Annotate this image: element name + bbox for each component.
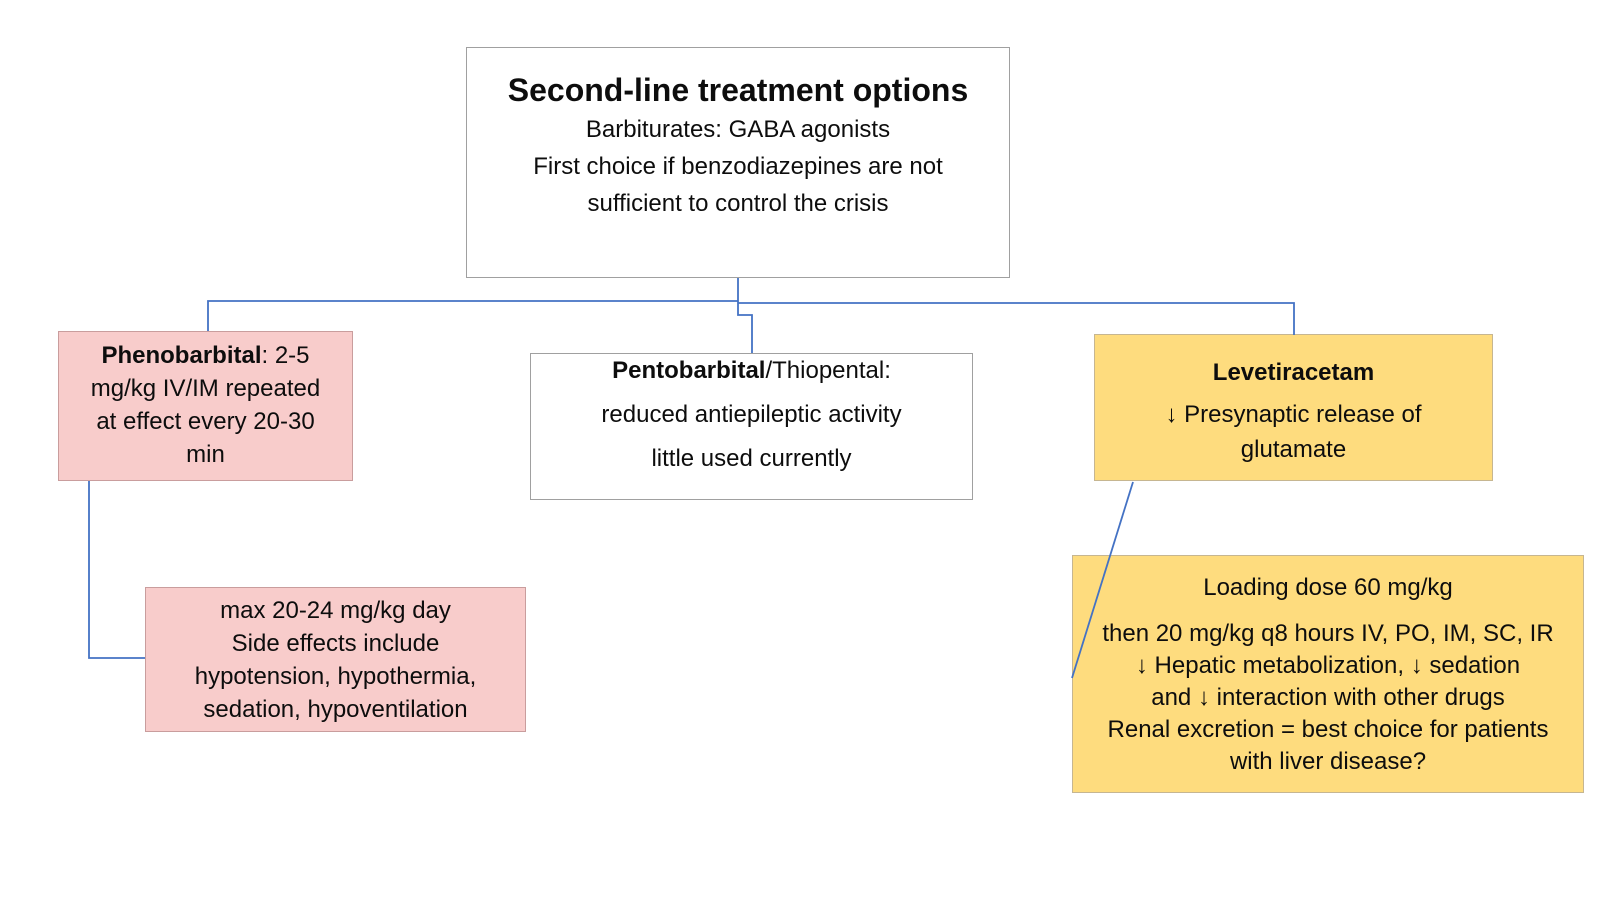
levetiracetam-box: Levetiracetam ↓ Presynaptic release of g…	[1094, 334, 1493, 481]
root-line: First choice if benzodiazepines are not	[533, 153, 943, 180]
levetiracetam-details-line: with liver disease?	[1229, 748, 1427, 775]
levetiracetam-details-box: Loading dose 60 mg/kg then 20 mg/kg q8 h…	[1072, 555, 1584, 793]
pentobarbital-title-line: Pentobarbital/Thiopental:	[531, 357, 972, 385]
levetiracetam-line: ↓ Presynaptic release of	[1165, 401, 1422, 428]
pentobarbital-box: Pentobarbital/Thiopental: reduced antiep…	[530, 353, 973, 500]
phenobarbital-line: at effect every 20-30	[96, 408, 315, 435]
levetiracetam-details-intro: Loading dose 60 mg/kg	[1203, 574, 1453, 601]
root-title: Second-line treatment options	[507, 72, 969, 108]
connector-phenobarbital-to-details	[88, 481, 145, 659]
levetiracetam-line: glutamate	[1240, 436, 1347, 463]
root-line: sufficient to control the crisis	[587, 190, 889, 217]
phenobarbital-details-line: sedation, hypoventilation	[203, 696, 468, 723]
phenobarbital-drug-name: Phenobarbital	[101, 342, 262, 369]
connector-branch-levetiracetam	[738, 302, 1295, 335]
levetiracetam-details-line: Renal excretion = best choice for patien…	[1107, 716, 1549, 743]
pentobarbital-drug-name: Pentobarbital	[612, 357, 766, 384]
pentobarbital-line: reduced antiepileptic activity	[601, 401, 902, 428]
levetiracetam-details-line: ↓ Hepatic metabolization, ↓ sedation	[1135, 652, 1521, 679]
levetiracetam-details-line: then 20 mg/kg q8 hours IV, PO, IM, SC, I…	[1102, 620, 1554, 647]
pentobarbital-line: little used currently	[651, 445, 852, 472]
connector-branch-pentobarbital	[737, 301, 753, 353]
pentobarbital-title-rest: /Thiopental:	[765, 357, 891, 384]
phenobarbital-line: mg/kg IV/IM repeated	[90, 375, 321, 402]
phenobarbital-box: Phenobarbital: 2-5 mg/kg IV/IM repeated …	[58, 331, 353, 481]
phenobarbital-details-line: hypotension, hypothermia,	[194, 663, 477, 690]
connector-branch-phenobarbital	[207, 300, 738, 331]
levetiracetam-details-line: and ↓ interaction with other drugs	[1151, 684, 1505, 711]
levetiracetam-drug-name: Levetiracetam	[1212, 359, 1375, 386]
phenobarbital-line: min	[186, 441, 225, 468]
phenobarbital-details-line: max 20-24 mg/kg day	[220, 597, 451, 624]
phenobarbital-details-box: max 20-24 mg/kg day Side effects include…	[145, 587, 526, 732]
phenobarbital-title-rest: : 2-5	[261, 342, 310, 369]
phenobarbital-details-line: Side effects include	[231, 630, 440, 657]
root-box-second-line-options: Second-line treatment options Barbiturat…	[466, 47, 1010, 278]
root-line: Barbiturates: GABA agonists	[585, 116, 891, 143]
phenobarbital-title-line: Phenobarbital: 2-5	[59, 339, 352, 372]
